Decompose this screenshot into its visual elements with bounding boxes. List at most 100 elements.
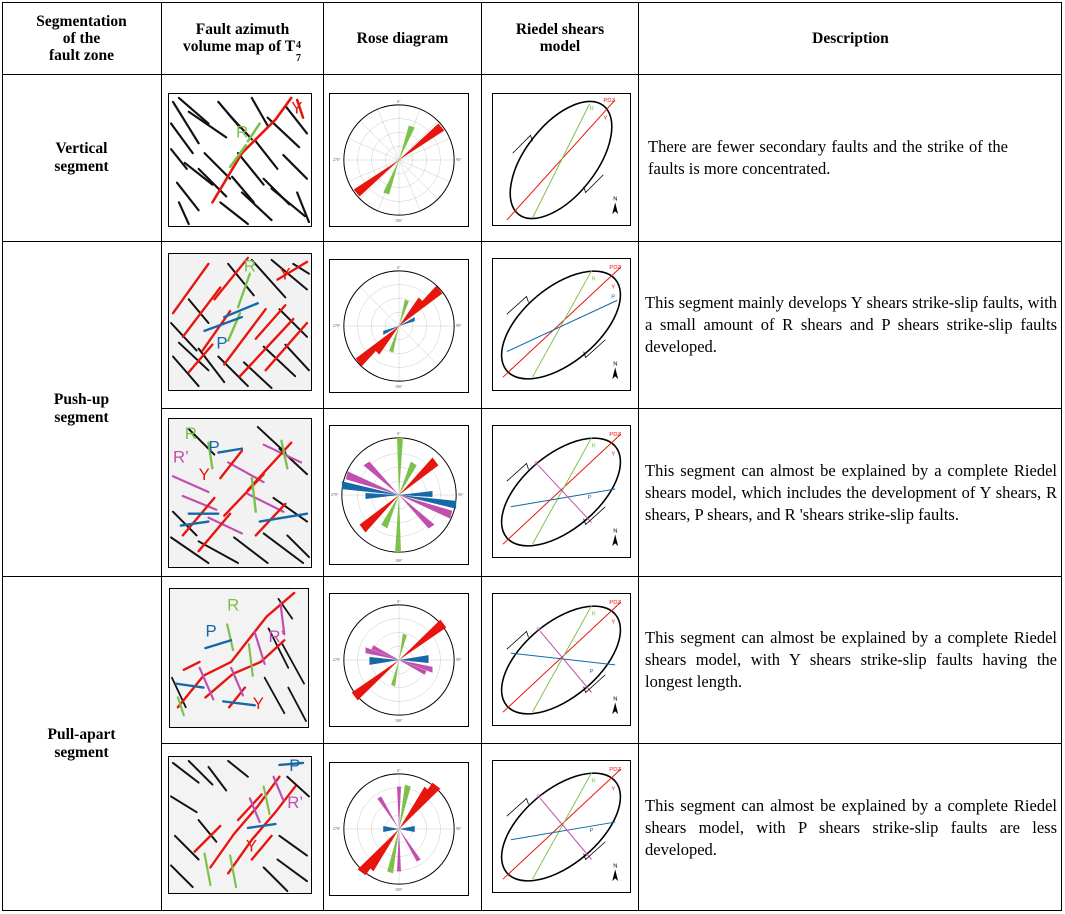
rose-petal-r xyxy=(399,784,411,829)
label-rprime: R' xyxy=(536,627,541,633)
header-subscript: 7 xyxy=(296,53,302,64)
map-label-p: P xyxy=(289,757,300,775)
label-r: R xyxy=(592,612,596,618)
column-divider xyxy=(481,2,482,911)
rose-petal-y xyxy=(399,123,445,160)
label-r: R xyxy=(590,106,594,112)
pdz-line xyxy=(502,433,622,545)
rose-petal-p xyxy=(399,655,429,663)
rose-petal-p xyxy=(341,481,399,495)
rprime-shear-faults xyxy=(198,601,286,701)
rose-label-s: 180° xyxy=(395,887,403,892)
description-text: This segment can almost be explained by … xyxy=(645,628,1057,691)
p-shear-line xyxy=(506,299,618,353)
r-shear-line xyxy=(532,772,592,880)
description-text: This segment mainly develops Y shears st… xyxy=(645,293,1057,356)
segment-line: Push-up xyxy=(53,391,110,408)
rose-svg: 0° 90° 180° 270° xyxy=(333,768,462,892)
shear-arrow xyxy=(583,674,606,694)
rose-petal-r xyxy=(387,829,399,874)
north-arrow-icon xyxy=(612,202,619,215)
header-line: model xyxy=(539,38,581,55)
rose-petal-y xyxy=(369,829,399,872)
map-label-p: P xyxy=(216,334,227,353)
rose-label-n: 0° xyxy=(397,265,401,270)
r-shear-fault xyxy=(228,143,248,169)
rprime-shear-line xyxy=(539,798,592,860)
rose-petal-r xyxy=(397,437,403,495)
header-text: Rose diagram xyxy=(356,29,449,47)
description-row-1: There are fewer secondary faults and the… xyxy=(648,75,1008,241)
north-arrow-icon xyxy=(612,702,619,715)
rose-petal-y xyxy=(399,786,429,829)
label-pdz: PDZ xyxy=(609,432,621,438)
p-shear-line xyxy=(510,488,616,508)
rprime-shear-line xyxy=(537,465,592,523)
p-shear-faults xyxy=(203,302,259,333)
rose-label-e: 90° xyxy=(458,492,464,497)
p-shear-faults xyxy=(179,447,309,527)
rose-label-n: 0° xyxy=(397,768,401,773)
label-y: Y xyxy=(611,620,615,626)
rose-label-s: 180° xyxy=(395,718,403,723)
map-label-r: R xyxy=(185,424,197,443)
riedel-model-pushup-2: PDZ Y R P R' N xyxy=(492,425,631,558)
map-label-rprime: R’ xyxy=(287,793,303,812)
shear-arrow xyxy=(506,797,529,817)
label-r: R xyxy=(592,277,596,283)
rprime-shear-line xyxy=(539,631,592,693)
strain-ellipse xyxy=(500,772,622,882)
rose-petal-rprime xyxy=(397,829,401,872)
description-text: This segment can almost be explained by … xyxy=(645,795,1057,859)
map-label-y: Y xyxy=(199,465,210,484)
map-label-rprime: R’ xyxy=(173,447,189,466)
header-text: Description xyxy=(812,29,889,47)
description-row-5: This segment can almost be explained by … xyxy=(645,744,1057,911)
column-divider xyxy=(323,2,324,911)
y-shear-faults xyxy=(171,256,309,378)
header-line: Fault azimuth xyxy=(195,21,290,38)
rose-label-n: 0° xyxy=(397,431,401,436)
fault-map-svg: R Y P xyxy=(169,254,311,390)
rose-svg: 0° 90° 180° 270° xyxy=(331,431,464,563)
map-label-y: Y xyxy=(246,837,257,856)
rose-petal-p xyxy=(369,657,399,665)
map-background xyxy=(169,757,311,893)
r-shear-faults xyxy=(176,623,254,717)
map-label-y: Y xyxy=(291,99,302,118)
segment-line: segment xyxy=(54,409,109,426)
fault-map-svg: R P R’ Y xyxy=(170,589,308,727)
rose-label-n: 0° xyxy=(397,599,401,604)
rose-petal-rprime xyxy=(399,495,435,529)
r-shear-faults xyxy=(203,785,271,889)
label-p: P xyxy=(611,294,615,300)
rose-outer-ring xyxy=(343,104,455,216)
riedel-svg: PDZ Y R P R' N xyxy=(500,600,621,715)
north-arrow-icon xyxy=(612,869,619,882)
r-shear-line xyxy=(532,270,592,378)
description-text: There are fewer secondary faults and the… xyxy=(648,137,1008,178)
rose-petal-rprime xyxy=(377,796,399,829)
y-shear-faults xyxy=(181,441,293,553)
rose-petal-r xyxy=(381,495,399,529)
rose-label-w: 270° xyxy=(333,657,341,662)
rose-petal-rprime xyxy=(399,829,421,862)
header-line: fault zone xyxy=(48,46,114,64)
description-text: This segment can almost be explained by … xyxy=(645,460,1057,524)
segment-line: Pull-apart xyxy=(47,726,116,743)
rose-diagram-pushup-1: 0° 90° 180° 270° xyxy=(329,259,469,393)
shear-arrow xyxy=(583,174,604,194)
rose-petal-y xyxy=(357,829,399,876)
rose-diagram-pushup-2: 0° 90° 180° 270° xyxy=(329,425,469,565)
rose-label-e: 90° xyxy=(456,657,462,662)
north-label: N xyxy=(613,196,617,202)
rose-label-w: 270° xyxy=(333,826,341,831)
p-shear-faults xyxy=(174,639,256,707)
strain-ellipse xyxy=(509,100,613,220)
rose-petal-r xyxy=(399,461,417,495)
rose-petal-y xyxy=(399,297,425,326)
background-faults xyxy=(171,597,307,722)
fault-map-pullapart-1: R P R’ Y xyxy=(169,588,309,728)
